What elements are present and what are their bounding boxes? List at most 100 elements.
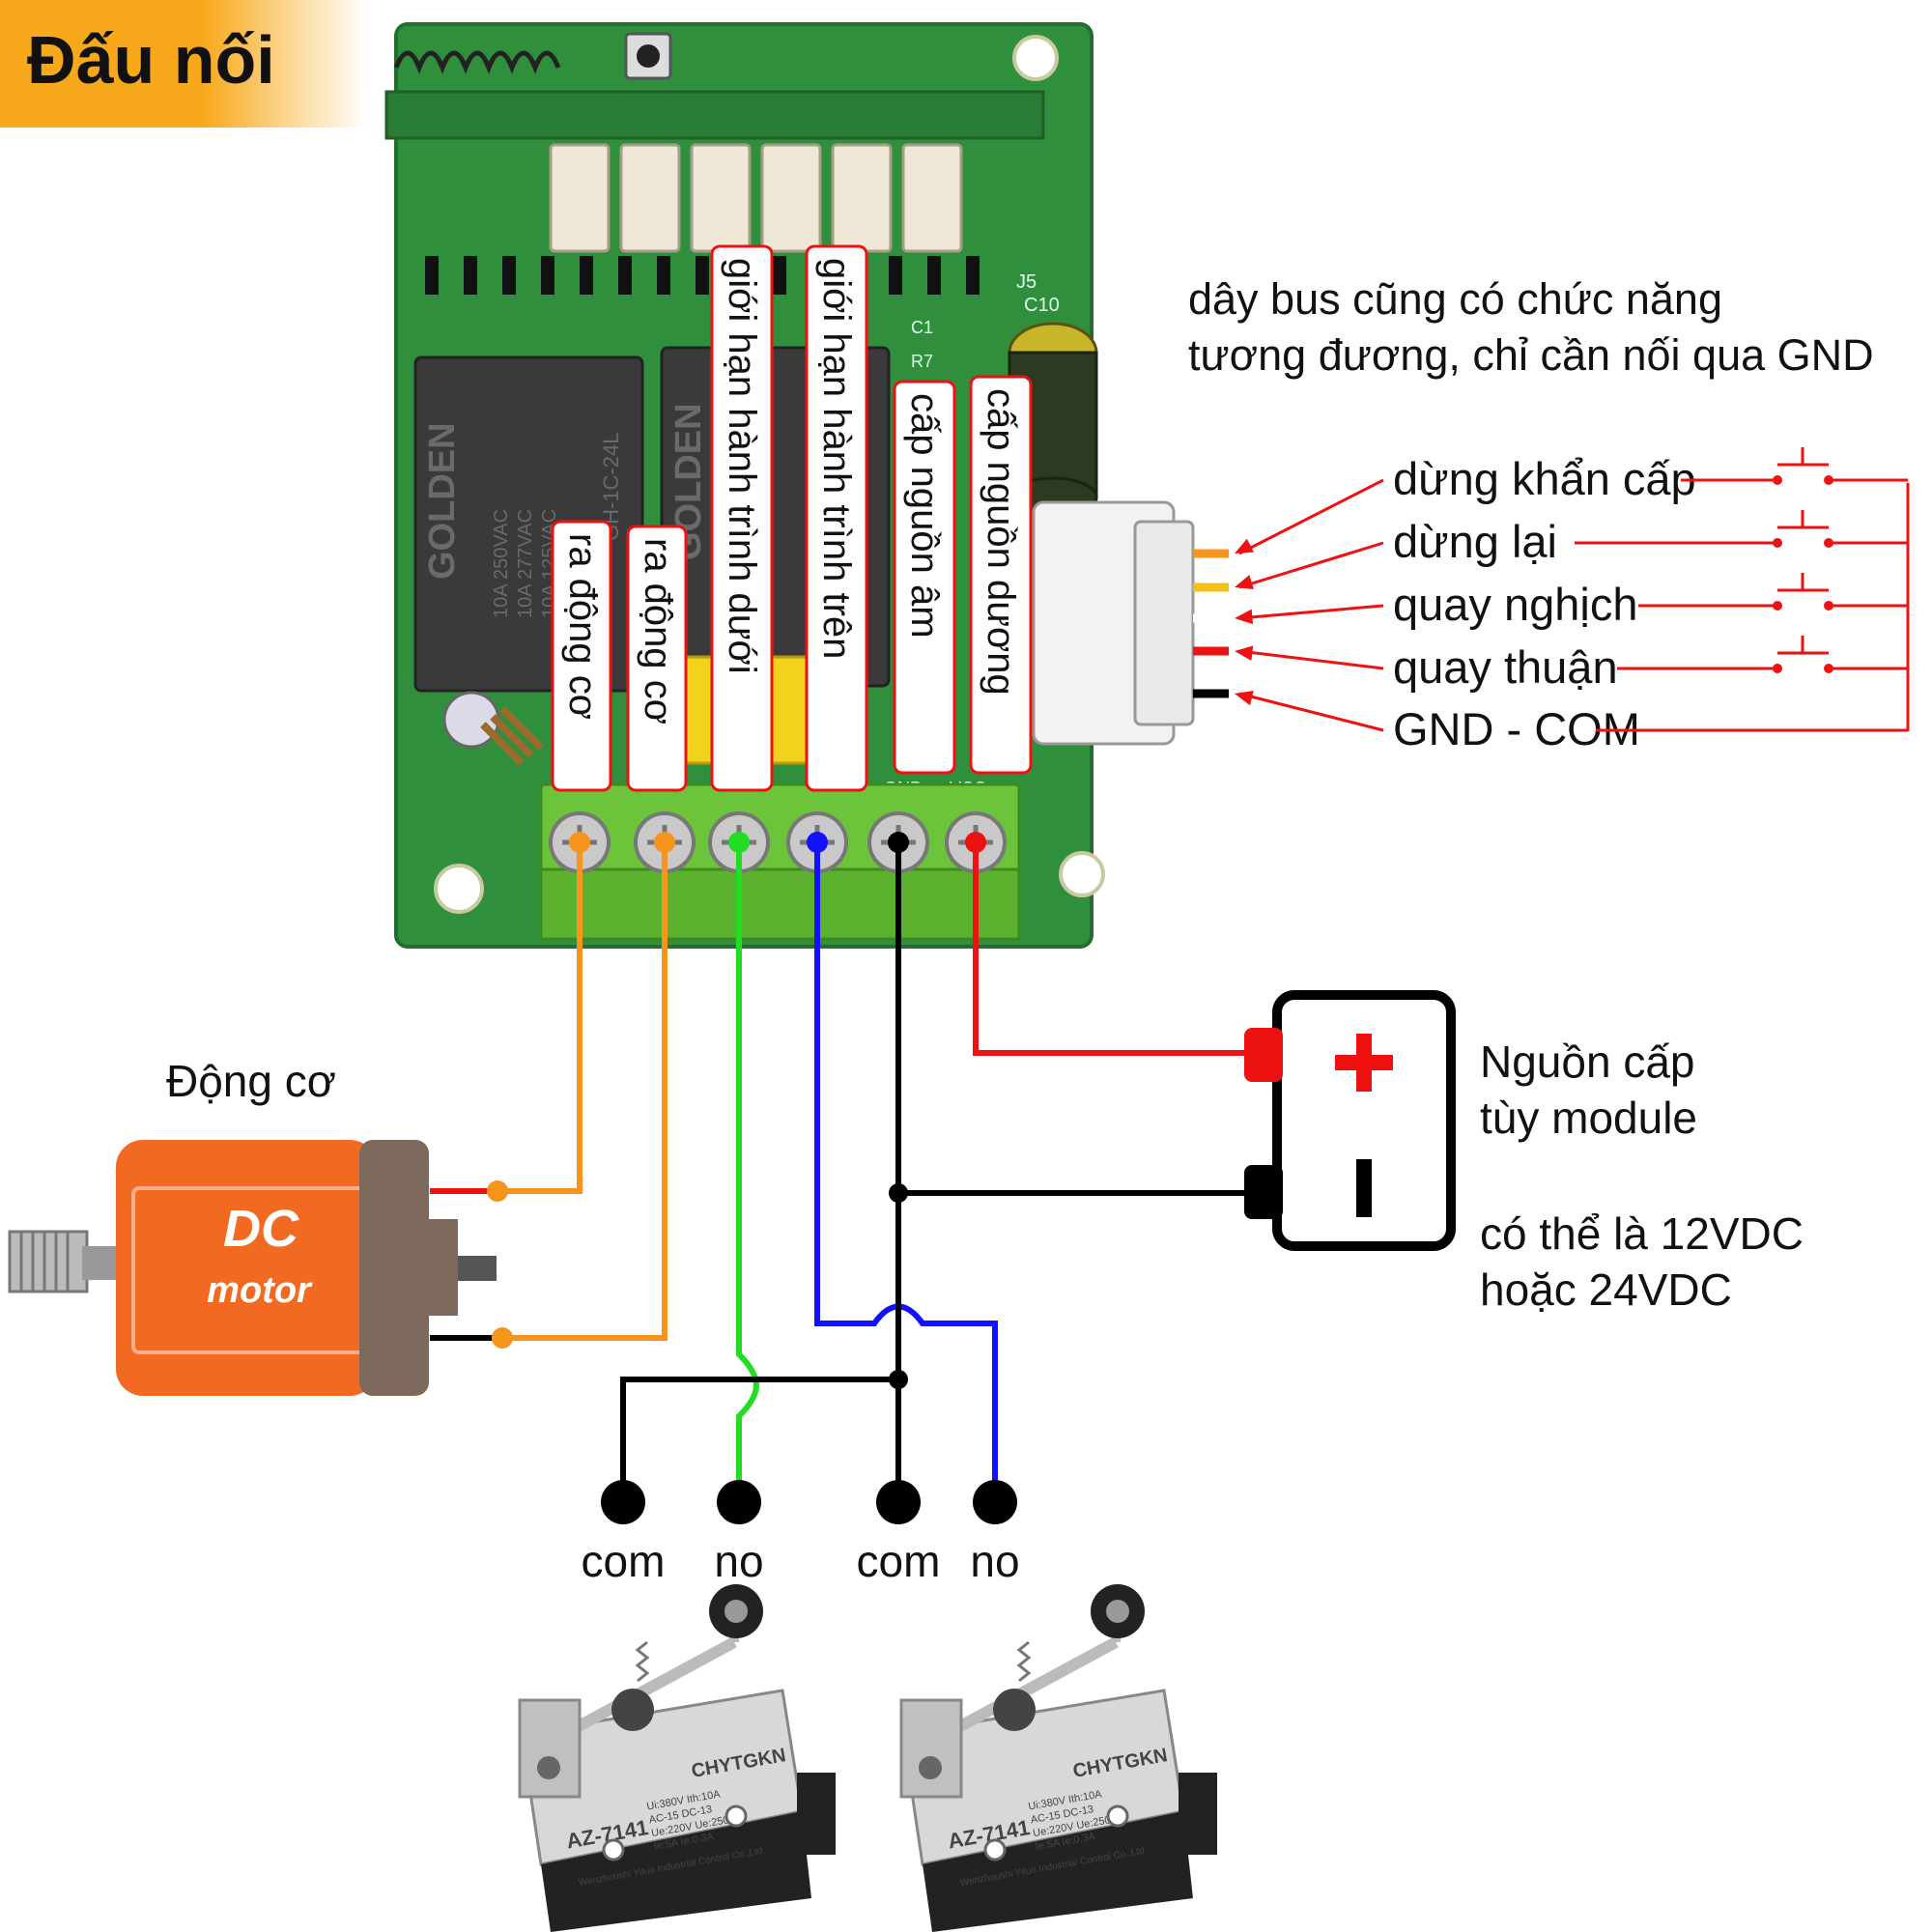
header-pin: [889, 256, 902, 295]
header-pin: [773, 256, 786, 295]
arrow-head-icon: [1235, 691, 1254, 706]
arrow-head-icon: [1235, 538, 1254, 554]
terminal-dots: [569, 832, 986, 853]
switch-plunger: [797, 1773, 836, 1855]
mount-hole-icon: [724, 1804, 748, 1828]
title-banner: [0, 0, 367, 128]
junction-dot: [889, 1183, 908, 1203]
spring-component: [442, 691, 544, 766]
motor-label-motor: motor: [207, 1270, 313, 1311]
wires: [430, 842, 1251, 1497]
header-pin: [966, 256, 980, 295]
header-pins: [425, 256, 980, 295]
push-button-icon: [1777, 447, 1829, 467]
switch-bracket: [899, 1698, 963, 1799]
roller-hub: [724, 1600, 748, 1623]
bus-arrow: [1238, 649, 1384, 670]
mount-hole-icon: [983, 1838, 1007, 1861]
terminal-label: giới hạn hành trình dưới: [721, 258, 763, 674]
relay-spec: 10A 250VAC: [491, 509, 512, 618]
header-pin: [657, 256, 670, 295]
minus-sign-icon: [1356, 1159, 1372, 1217]
terminal-wire-dot: [654, 832, 675, 853]
negative-terminal: [1244, 1165, 1283, 1219]
page-title: Đấu nối: [27, 22, 275, 98]
push-button-icon: [1777, 636, 1829, 655]
mounting-hole: [1012, 35, 1059, 81]
mount-hole-icon: [1106, 1804, 1129, 1828]
switch-base: [923, 1811, 1193, 1932]
switch-contact: [1773, 475, 1782, 485]
push-button-icon: [1777, 573, 1829, 592]
silk-r7: R7: [911, 352, 933, 371]
learn-button-cap: [637, 44, 660, 68]
spring-icon: [635, 1640, 650, 1683]
power-line2: tùy module: [1480, 1093, 1697, 1143]
terminal-label-box: [969, 375, 1033, 775]
bus-note-line2: tương đương, chỉ cần nối qua GND: [1188, 330, 1874, 380]
header-pin: [927, 256, 941, 295]
spring-icon: [1016, 1640, 1032, 1683]
header-pin: [696, 256, 709, 295]
power-line4: hoặc 24VDC: [1480, 1264, 1732, 1315]
rf-module: [384, 90, 1045, 140]
silk-j5: J5: [1016, 271, 1037, 293]
contact-label: com: [857, 1536, 941, 1586]
contact-terminal: [876, 1480, 921, 1524]
terminal-wire-dot: [728, 832, 750, 853]
bus-arrow: [1238, 541, 1384, 589]
terminal-label-box: [805, 244, 868, 792]
motor-label-dc: DC: [223, 1200, 299, 1258]
power-line3: có thể là 12VDC: [1480, 1208, 1804, 1259]
motor-terminal-dot: [487, 1180, 508, 1202]
push-button-icon: [1777, 510, 1829, 529]
controller-board: GOLDEN 10A 250VAC 10A 277VAC 10A 125VAC …: [384, 22, 1195, 949]
wire-limit-lower: [736, 842, 760, 1497]
bus-input-label: quay thuận: [1393, 641, 1618, 693]
bus-input-label: dừng khẩn cấp: [1393, 453, 1696, 504]
contact-label: com: [582, 1536, 666, 1586]
arrow-head-icon: [1235, 609, 1254, 625]
mounting-hole: [434, 864, 484, 914]
optocoupler: [690, 143, 752, 253]
switch-lever: [934, 1636, 1119, 1745]
bus-note-line1: dây bus cũng có chức năng: [1188, 274, 1722, 324]
wire-com-lower: [620, 1377, 898, 1497]
terminal-label-box: [893, 380, 956, 775]
switch-bracket: [518, 1698, 582, 1799]
wire-positive: [973, 842, 1251, 1056]
bus-connector: [1032, 500, 1195, 746]
terminal-label: cấp nguồn âm: [903, 393, 946, 639]
terminal-label-box: [626, 525, 688, 792]
motor-caption: Động cơ: [166, 1056, 336, 1106]
dc-motor: DC motor: [8, 1140, 497, 1396]
header-pin: [580, 256, 593, 295]
terminal-label-box: [551, 520, 612, 792]
contact-label: no: [714, 1536, 763, 1586]
terminal-label: ra động cơ: [561, 533, 604, 720]
bus-arrow: [1238, 692, 1384, 732]
optocoupler: [901, 143, 963, 253]
power-line1: Nguồn cấp: [1480, 1037, 1695, 1087]
switch-lever: [553, 1636, 737, 1745]
arrow-head-icon: [1235, 645, 1254, 661]
roller-hub: [1106, 1600, 1129, 1623]
bracket-screw: [919, 1756, 942, 1779]
terminal-label-box: [710, 244, 774, 792]
header-pin: [618, 256, 632, 295]
mount-hole-icon: [602, 1838, 625, 1861]
contact-terminal: [973, 1480, 1017, 1524]
optocoupler: [619, 143, 681, 253]
electrolytic-capacitor: [1008, 322, 1098, 519]
plus-sign-icon: [1356, 1034, 1372, 1092]
terminal-label: giới hạn hành trình trên: [815, 258, 858, 659]
header-pin: [541, 256, 554, 295]
wire-motor-2: [502, 842, 668, 1341]
wire-motor-1: [497, 842, 582, 1194]
